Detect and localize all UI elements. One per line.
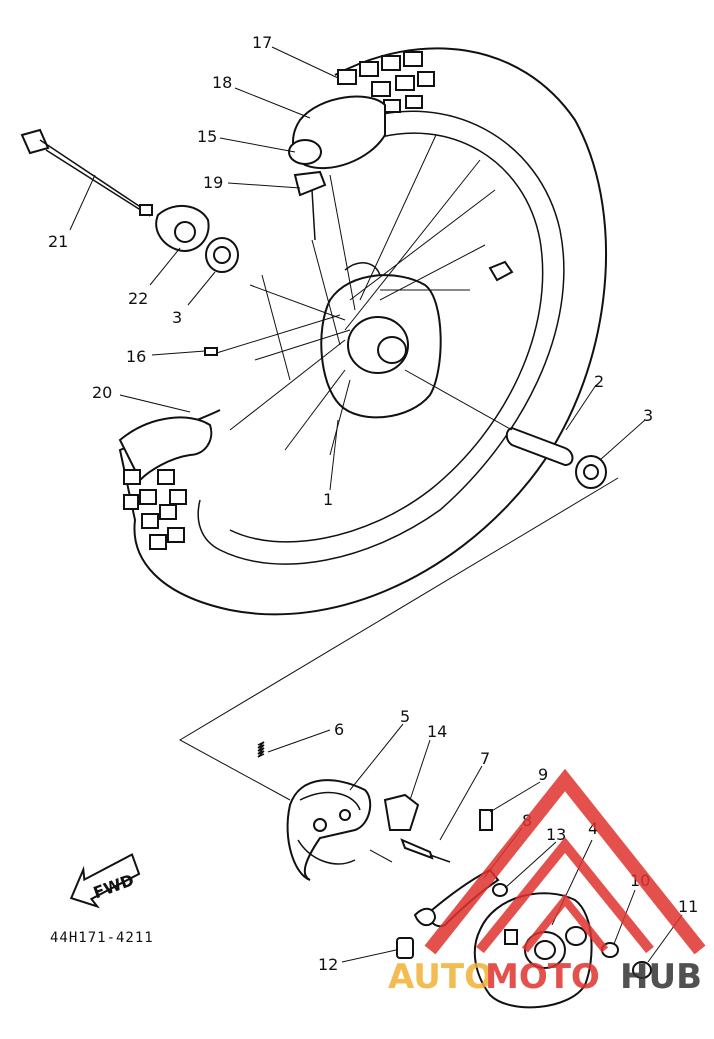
watermark-word-auto: AUTO (388, 957, 493, 997)
wheel-assembly (118, 47, 608, 616)
bearing-right (575, 455, 607, 489)
watermark-triangle-logo (424, 768, 706, 955)
callout-18: 18 (212, 73, 232, 92)
watermark-word-moto: MOTO (485, 957, 600, 997)
axle (20, 128, 153, 217)
callout-16: 16 (126, 347, 146, 366)
callout-21: 21 (48, 232, 68, 251)
callout-7: 7 (480, 749, 490, 768)
fwd-arrow: FWD (69, 853, 141, 909)
rim-lock (288, 95, 386, 241)
callout-4: 4 (588, 819, 598, 838)
part-code: 44H171-4211 (50, 930, 154, 946)
callout-9: 9 (538, 765, 548, 784)
callout-19: 19 (203, 173, 223, 192)
assembly-bracket (178, 477, 619, 801)
callout-5: 5 (400, 707, 410, 726)
callout-17: 17 (252, 33, 272, 52)
callout-3-upper: 3 (172, 308, 182, 327)
hub (320, 262, 442, 419)
callout-1: 1 (323, 490, 333, 509)
callout-11: 11 (678, 897, 698, 916)
callout-3-right: 3 (643, 406, 653, 425)
callout-20: 20 (92, 383, 112, 402)
callout-6: 6 (334, 720, 344, 739)
spacer (505, 426, 574, 467)
callouts: 17 18 15 19 21 22 3 16 20 1 2 3 6 5 14 7… (48, 33, 698, 974)
callout-14: 14 (427, 722, 447, 741)
callout-22: 22 (128, 289, 148, 308)
callout-15: 15 (197, 127, 217, 146)
bearing-left (205, 237, 239, 273)
tread-bottom (118, 416, 213, 550)
speedo-gear (155, 204, 210, 252)
automotohub-watermark: AUTO MOTO HUB (388, 768, 706, 997)
watermark-word-hub: HUB (620, 957, 702, 997)
callout-2: 2 (594, 372, 604, 391)
callout-12: 12 (318, 955, 338, 974)
spokes (209, 134, 496, 456)
spoke-nipple (204, 347, 218, 356)
callout-13: 13 (546, 825, 566, 844)
